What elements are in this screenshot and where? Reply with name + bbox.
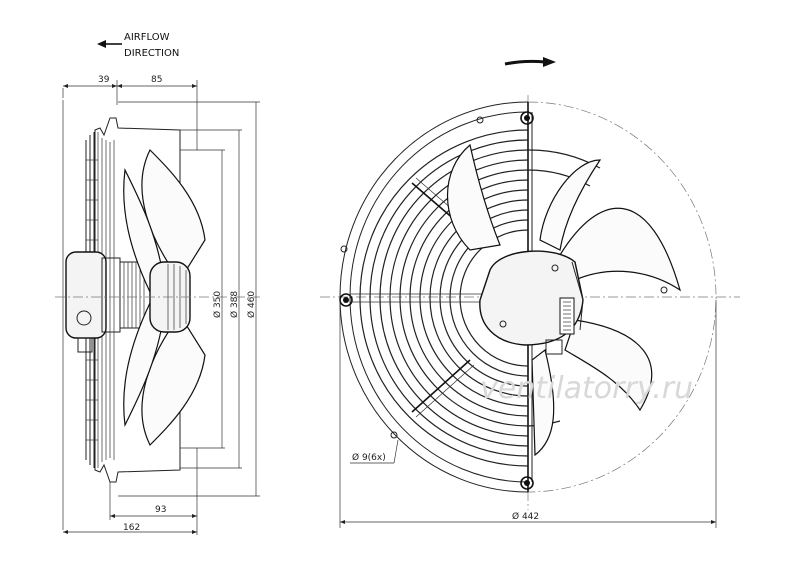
airflow-arrow-icon [97,40,106,48]
dim-162-label: 162 [123,523,140,533]
rotation-arrow-icon [504,57,556,67]
mount-hole-bottom [520,476,534,490]
dim-85-label: 85 [151,75,162,85]
airflow-label-line2: DIRECTION [124,48,179,59]
fan-blade-2 [564,319,653,412]
fan-blade-4 [539,159,602,251]
front-outer-dashed-circle [527,101,717,493]
watermark-text: ventilatorry.ru [480,371,693,406]
airflow-label-line1: AIRFLOW [124,32,170,43]
fan-blade-3 [531,348,555,457]
airflow-direction-label: AIRFLOW DIRECTION [97,32,179,59]
front-cable-gland [545,339,563,355]
front-fan-blades [446,143,682,457]
dim-93-label: 93 [155,505,166,515]
side-view: 39 85 [55,75,260,535]
dim-d388-label: Ø 388 [229,291,240,318]
dim-holes-label: Ø 9(6x) [352,452,386,463]
fan-blade-1 [559,207,682,292]
mount-hole-top [520,111,534,125]
dim-39-label: 39 [98,75,110,85]
dim-d350-label: Ø 350 [212,291,223,318]
front-view: Ø 9(6x) Ø 442 [320,95,740,528]
side-frame [94,117,181,483]
side-cable-gland [77,337,93,353]
front-motor-hub [479,250,584,355]
dim-d442-label: Ø 442 [512,511,539,522]
dim-d460-label: Ø 460 [246,291,257,318]
brand-logo-plate [559,297,575,335]
